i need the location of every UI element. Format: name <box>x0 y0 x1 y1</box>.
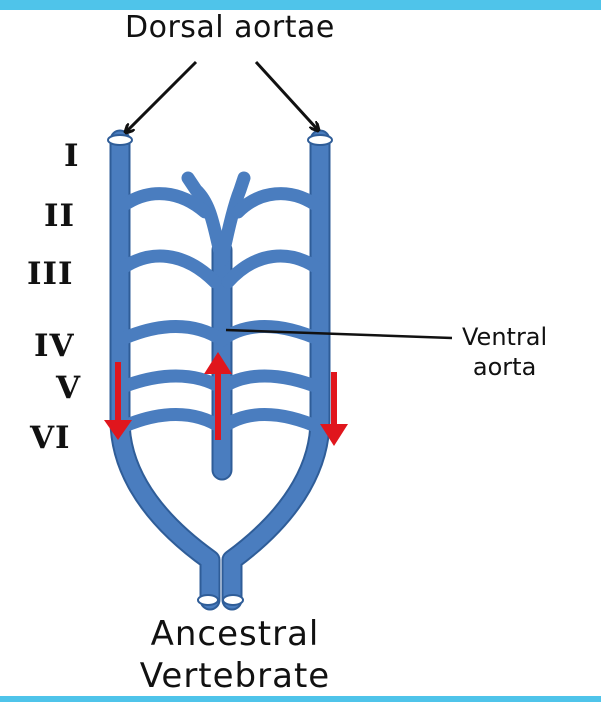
arch-III-right <box>228 256 320 282</box>
caption-line1: Ancestral <box>0 614 470 654</box>
caption-line2: Vertebrate <box>0 656 470 696</box>
arch-IV-left <box>120 327 222 341</box>
ventral-branch-left <box>188 178 222 260</box>
arch-V-right <box>222 376 320 388</box>
pointer-ventral-aorta <box>226 330 452 338</box>
ventral-branch-right <box>222 178 244 260</box>
arch-II-left <box>120 194 205 212</box>
left-basal-opening <box>198 595 218 605</box>
arch-III-left <box>120 256 215 282</box>
ventral-label-line2: aorta <box>462 352 547 382</box>
arch-label-IV: IV <box>34 328 75 364</box>
dorsal-aortae-label: Dorsal aortae <box>125 10 335 45</box>
arch-label-I: I <box>64 138 80 174</box>
ventral-label-line1: Ventral <box>462 322 547 352</box>
bottom-accent-bar <box>0 696 601 702</box>
arch-VI-right <box>222 415 320 429</box>
right-basal-opening <box>223 595 243 605</box>
arch-label-III: III <box>27 256 74 292</box>
arch-VI-left <box>120 415 222 429</box>
arch-label-II: II <box>44 198 75 234</box>
ventral-aorta-label: Ventral aorta <box>462 322 547 382</box>
pointer-left-dorsal <box>126 62 196 132</box>
pointer-right-dorsal <box>256 62 318 130</box>
left-dorsal-aorta-opening <box>108 135 132 145</box>
right-dorsal-aorta-opening <box>308 135 332 145</box>
arch-label-VI: VI <box>30 420 71 456</box>
arch-label-V: V <box>56 370 81 406</box>
arch-II-right <box>238 194 320 212</box>
arch-V-left <box>120 376 222 388</box>
